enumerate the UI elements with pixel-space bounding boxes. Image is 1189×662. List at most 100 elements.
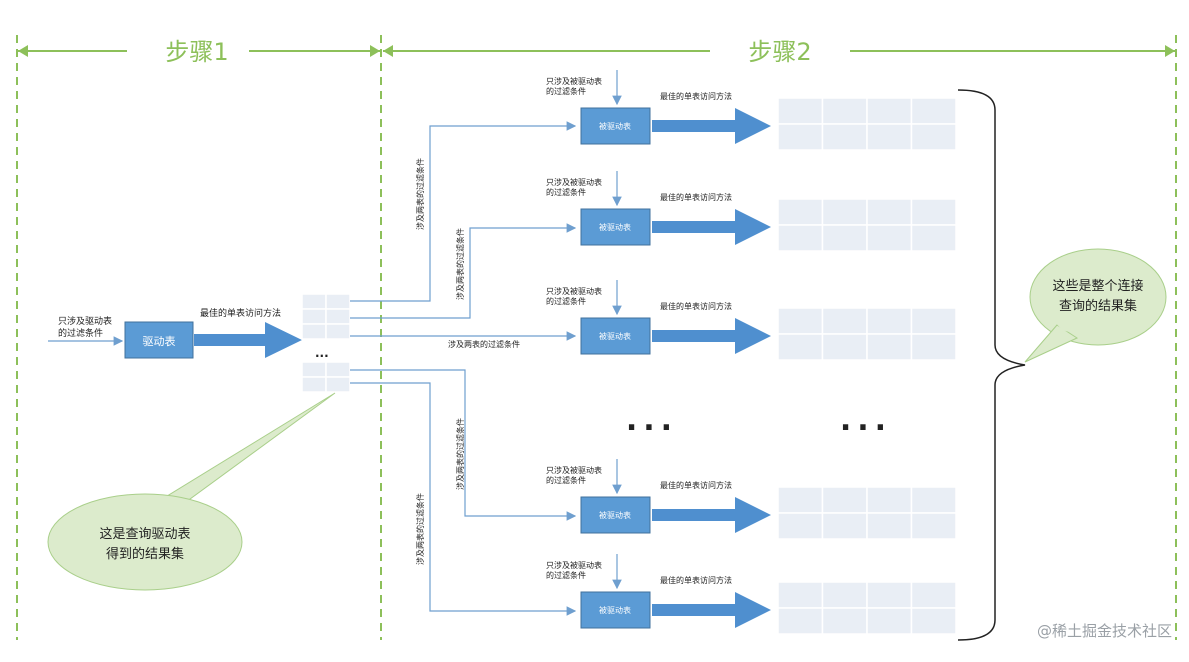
two-table-condition-3: 涉及两表的过滤条件	[448, 339, 520, 349]
driven-access-label: 最佳的单表访问方法	[660, 301, 732, 311]
grid-cell	[821, 333, 868, 361]
grid-cell	[821, 581, 868, 609]
driven-access-arrow	[652, 108, 771, 144]
watermark: @稀土掘金技术社区	[1037, 622, 1172, 640]
grid-cell	[301, 323, 327, 340]
step2-span-arrow	[383, 45, 1175, 57]
driven-result-grid	[777, 307, 957, 361]
grid-cell	[821, 224, 868, 252]
driven-table-rows: 只涉及被驱动表的过滤条件被驱动表最佳的单表访问方法只涉及被驱动表的过滤条件被驱动…	[546, 70, 957, 635]
driven-filter-label-line1: 只涉及被驱动表	[546, 465, 602, 475]
grid-cell	[777, 307, 824, 335]
join-callout-line2: 查询的结果集	[1059, 298, 1137, 314]
grid-cell	[777, 607, 824, 635]
grid-cell	[910, 333, 957, 361]
driven-access-label: 最佳的单表访问方法	[660, 575, 732, 585]
grid-cell	[866, 97, 913, 125]
driven-result-grid	[777, 486, 957, 540]
result-brace	[957, 89, 1026, 641]
driven-table-label: 被驱动表	[599, 331, 631, 341]
driven-filter-label-line2: 的过滤条件	[546, 296, 586, 306]
grid-cell	[910, 512, 957, 540]
driver-result-callout	[47, 392, 336, 591]
driven-table-box	[580, 107, 651, 145]
step1-span-arrow	[18, 45, 380, 57]
driver-filter-label-line2: 的过滤条件	[58, 327, 103, 339]
grid-cell	[910, 97, 957, 125]
driven-result-grid	[777, 198, 957, 252]
grid-cell	[821, 307, 868, 335]
grid-cell	[866, 333, 913, 361]
grid-cell	[910, 486, 957, 514]
grid-cell	[777, 198, 824, 226]
driver-table-box	[124, 321, 194, 359]
grid-cell	[910, 224, 957, 252]
driven-filter-label-line2: 的过滤条件	[546, 570, 586, 580]
driven-table-box	[580, 496, 651, 534]
step1-label: 步骤1	[165, 38, 228, 66]
driven-access-arrow	[652, 497, 771, 533]
grid-cell	[910, 307, 957, 335]
grid-cell	[821, 198, 868, 226]
grid-cell	[325, 323, 351, 340]
driven-access-label: 最佳的单表访问方法	[660, 192, 732, 202]
grid-cell	[777, 512, 824, 540]
grid-cell	[325, 361, 351, 378]
grid-cell	[301, 376, 327, 393]
grid-cell	[777, 97, 824, 125]
driven-filter-label-line2: 的过滤条件	[546, 187, 586, 197]
grid-cell	[777, 486, 824, 514]
grid-cell	[866, 486, 913, 514]
driven-access-arrow	[652, 318, 771, 354]
grid-cell	[821, 607, 868, 635]
two-table-condition-5: 涉及两表的过滤条件	[415, 493, 425, 565]
grid-cell	[910, 123, 957, 151]
grid-cell	[777, 224, 824, 252]
driven-filter-label-line1: 只涉及被驱动表	[546, 76, 602, 86]
driven-table-label: 被驱动表	[599, 121, 631, 131]
grid-cell	[325, 376, 351, 393]
grid-cell	[325, 293, 351, 310]
driver-grid-tail-cells	[301, 361, 351, 393]
driven-filter-label-line2: 的过滤条件	[546, 475, 586, 485]
grid-cell	[821, 486, 868, 514]
grid-cell	[866, 224, 913, 252]
grid-cell	[821, 97, 868, 125]
driven-table-box	[580, 208, 651, 246]
driven-access-arrow	[652, 592, 771, 628]
driver-access-arrow	[194, 322, 302, 358]
grid-cell	[301, 308, 327, 325]
grid-cell	[301, 361, 327, 378]
grid-cell	[777, 581, 824, 609]
join-callout-line1: 这些是整个连接	[1052, 278, 1143, 294]
driver-callout-line1: 这是查询驱动表	[99, 526, 190, 542]
two-table-condition-4: 涉及两表的过滤条件	[455, 418, 465, 490]
grid-cell	[866, 198, 913, 226]
grid-cell	[910, 607, 957, 635]
two-table-condition-1: 涉及两表的过滤条件	[415, 158, 425, 230]
driven-result-grid	[777, 97, 957, 151]
right-ellipsis: ...	[840, 403, 892, 438]
grid-cell	[821, 123, 868, 151]
two-table-condition-2: 涉及两表的过滤条件	[455, 228, 465, 300]
driver-result-ellipsis: ...	[315, 346, 329, 360]
step2-label: 步骤2	[748, 38, 811, 66]
grid-cell	[777, 333, 824, 361]
driven-access-label: 最佳的单表访问方法	[660, 91, 732, 101]
driver-table-label: 驱动表	[143, 334, 176, 348]
grid-cell	[866, 581, 913, 609]
driver-result-grid-tail	[301, 361, 351, 393]
driven-filter-label-line1: 只涉及被驱动表	[546, 177, 602, 187]
driven-access-label: 最佳的单表访问方法	[660, 480, 732, 490]
grid-cell	[325, 308, 351, 325]
driven-table-label: 被驱动表	[599, 605, 631, 615]
driver-grid-cells	[301, 293, 351, 340]
driven-filter-label-line1: 只涉及被驱动表	[546, 286, 602, 296]
driver-filter-label-line1: 只涉及驱动表	[58, 315, 112, 327]
driven-table-label: 被驱动表	[599, 510, 631, 520]
